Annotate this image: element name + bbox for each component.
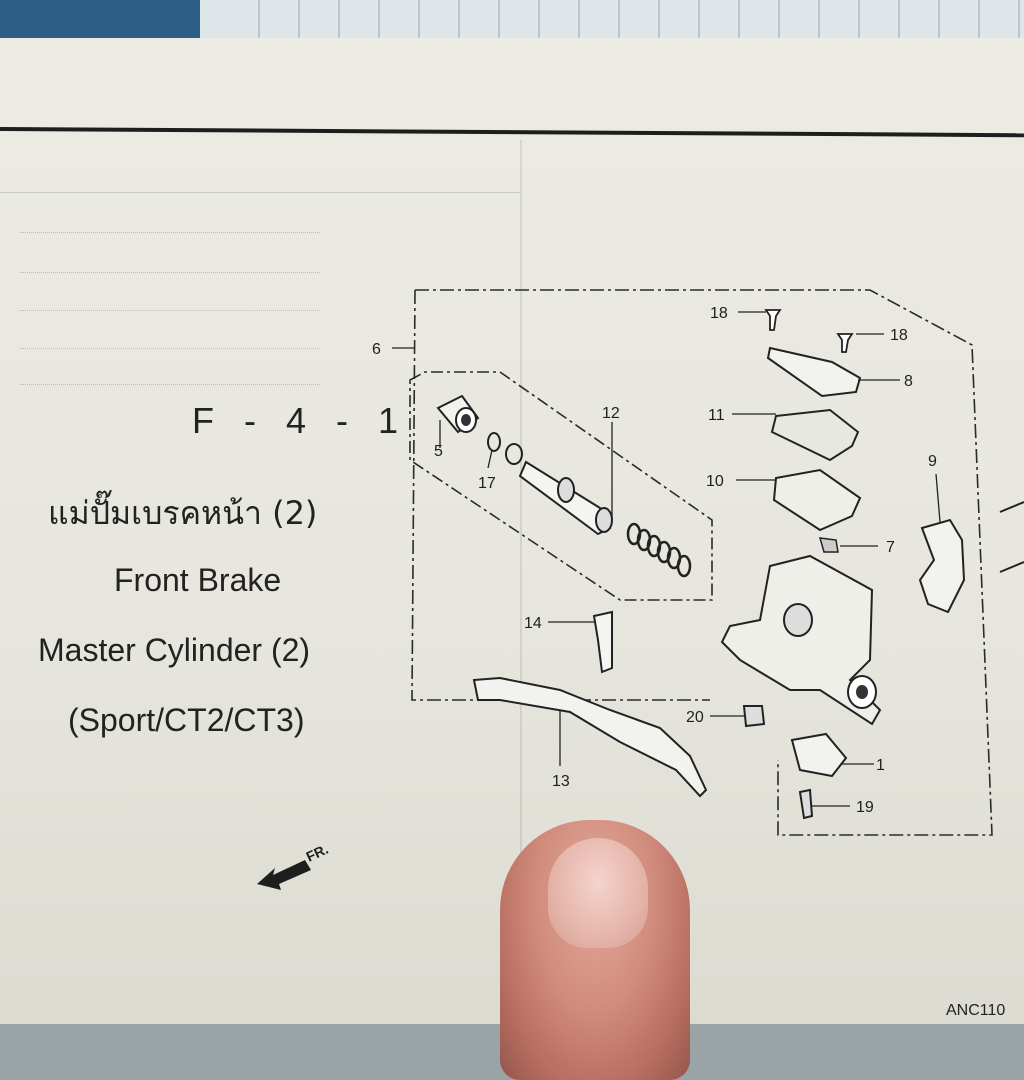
exploded-parts-diagram: 18 18 6 8 12 11 5 17 9 10 7 14 20 1 13 1… [372, 289, 1024, 836]
footer-code: ANC110 [946, 1002, 1006, 1019]
seal-ring [505, 443, 523, 465]
label-part-5: 5 [434, 443, 443, 460]
title-english-line3: (Sport/CT2/CT3) [68, 702, 305, 738]
label-part-7: 7 [886, 539, 895, 556]
show-through-line [20, 310, 320, 311]
assembly-frame [415, 289, 993, 836]
label-part-14: 14 [524, 615, 542, 632]
screw-part-19 [798, 788, 814, 820]
reservoir-cap-part-8 [766, 346, 862, 398]
label-part-1: 1 [876, 757, 885, 774]
screw-part-18 [764, 309, 782, 331]
front-arrow-icon: FR. [257, 841, 331, 890]
brake-lever-part-13 [472, 676, 708, 798]
show-through-line [20, 348, 320, 349]
boot-part-5 [436, 394, 480, 434]
piston-kit-frame [409, 371, 713, 601]
title-thai: แม่ปั๊มเบรคหน้า (2) [48, 494, 318, 532]
screw-part-18 [836, 333, 854, 353]
label-part-13: 13 [552, 773, 570, 790]
assembly-frame [411, 289, 710, 701]
nut-part-20 [742, 705, 766, 728]
spring-part [626, 522, 692, 578]
label-part-6: 6 [372, 341, 381, 358]
diaphragm-plate-part-11 [770, 408, 860, 462]
title-english-line1: Front Brake [114, 562, 282, 598]
circlip-part-17 [487, 432, 501, 452]
stop-switch-part-1 [790, 732, 848, 778]
label-part-18: 18 [710, 305, 728, 322]
label-part-20: 20 [686, 709, 704, 726]
show-through-line [20, 384, 320, 385]
show-through-table-line [0, 192, 520, 193]
fingernail [548, 838, 648, 948]
label-part-18b: 18 [890, 327, 908, 344]
page-fold [520, 140, 522, 1020]
label-part-19: 19 [856, 799, 874, 816]
label-part-8: 8 [904, 373, 913, 390]
clip-part-7 [818, 537, 839, 553]
label-part-10: 10 [706, 473, 724, 490]
label-part-9: 9 [928, 453, 937, 470]
piston-part [518, 460, 613, 536]
label-part-11: 11 [708, 407, 725, 424]
edge-bolts [999, 501, 1024, 573]
show-through-line [20, 232, 320, 233]
holder-part-9 [918, 518, 966, 614]
label-part-12: 12 [602, 405, 620, 422]
title-english-line2: Master Cylinder (2) [38, 632, 311, 668]
leader-lines [392, 311, 941, 807]
master-cylinder-body [720, 554, 882, 726]
show-through-line [20, 272, 320, 273]
manual-page [0, 38, 1024, 1024]
pivot-bolt-part-14 [592, 610, 613, 674]
figure-code: F - 4 - 1 [192, 400, 409, 441]
diaphragm-part-10 [772, 468, 862, 532]
label-part-17: 17 [478, 475, 496, 492]
